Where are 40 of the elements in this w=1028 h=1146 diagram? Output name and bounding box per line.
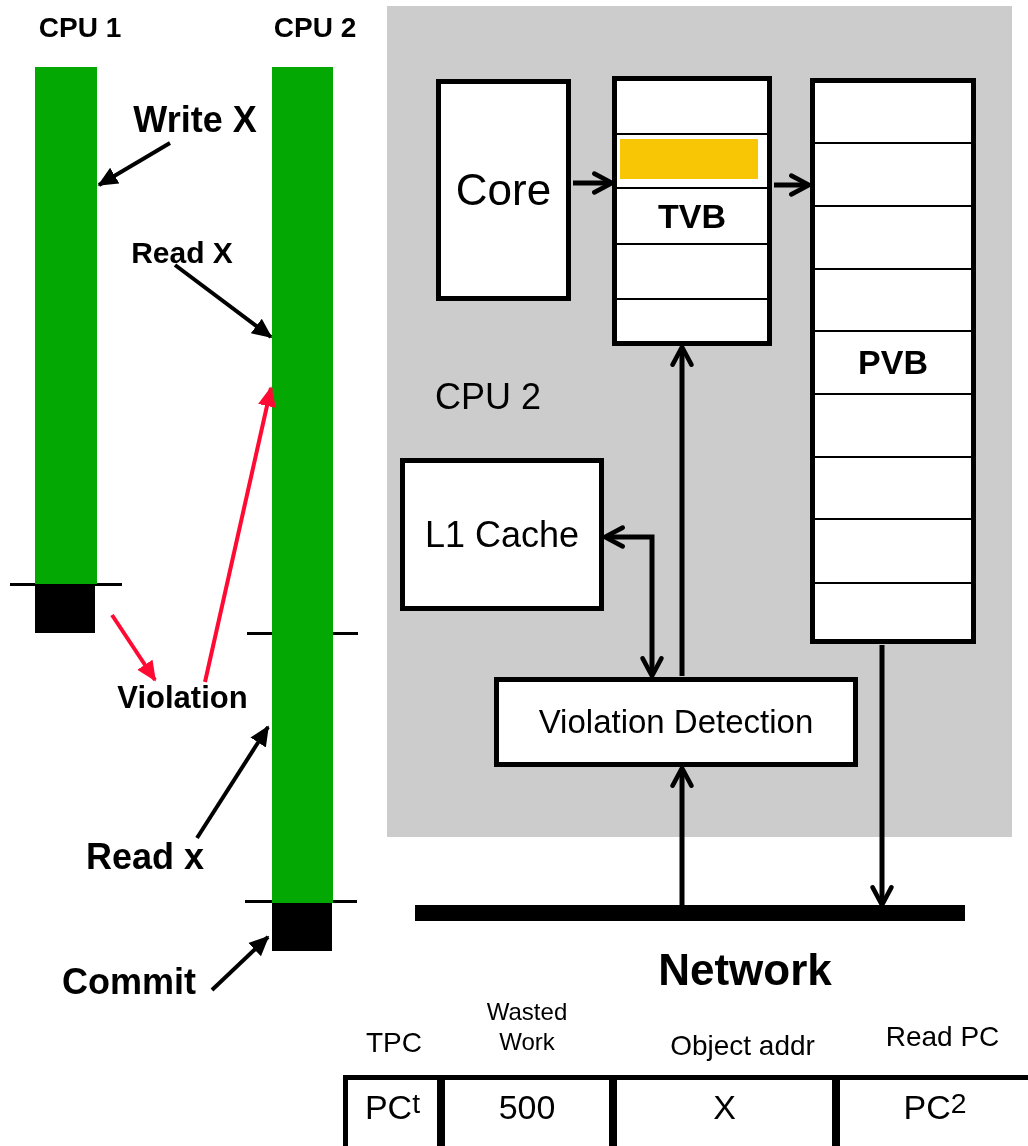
arrow bbox=[573, 171, 615, 195]
box-label: Violation Detection bbox=[538, 703, 814, 741]
column-header: Read PC bbox=[884, 1019, 1001, 1054]
component-box bbox=[436, 79, 571, 301]
buffer-label: PVB bbox=[857, 342, 929, 383]
arrow bbox=[602, 525, 664, 679]
column-heading: CPU 1 bbox=[37, 12, 123, 44]
annotation-label: Write X bbox=[115, 98, 275, 142]
arrow bbox=[870, 645, 894, 908]
column-header: Object addr bbox=[669, 1028, 816, 1063]
buffer-label: TVB bbox=[657, 195, 727, 237]
arrow bbox=[670, 765, 694, 905]
cpu-panel bbox=[387, 6, 1012, 837]
commit-block bbox=[272, 903, 332, 951]
component-box bbox=[494, 677, 858, 767]
commit-block bbox=[35, 585, 95, 633]
arrow bbox=[203, 386, 276, 683]
annotation-label: Read x bbox=[70, 836, 220, 878]
panel-label: CPU 2 bbox=[435, 376, 543, 418]
annotation-label: Read X bbox=[112, 234, 252, 272]
arrow bbox=[670, 344, 694, 676]
component-box bbox=[400, 458, 604, 611]
buffer-box bbox=[612, 76, 772, 346]
column-header: Wasted Work bbox=[485, 997, 569, 1057]
table-cell: X bbox=[612, 1075, 837, 1146]
arrow bbox=[195, 725, 270, 840]
arrow bbox=[210, 935, 270, 992]
arrow bbox=[97, 141, 171, 187]
box-label: Core bbox=[455, 165, 552, 215]
table-cell: 500 bbox=[440, 1075, 614, 1146]
arrow bbox=[774, 173, 812, 197]
box-label: L1 Cache bbox=[424, 513, 580, 556]
annotation-label: Commit bbox=[45, 960, 213, 1004]
arrow bbox=[110, 613, 157, 682]
column-header: TPC bbox=[365, 1025, 423, 1060]
arrow bbox=[173, 263, 273, 339]
bus-label: Network bbox=[657, 945, 833, 995]
column-heading: CPU 2 bbox=[272, 12, 358, 44]
buffer-box bbox=[810, 78, 976, 644]
annotation-label: Violation bbox=[100, 678, 265, 718]
